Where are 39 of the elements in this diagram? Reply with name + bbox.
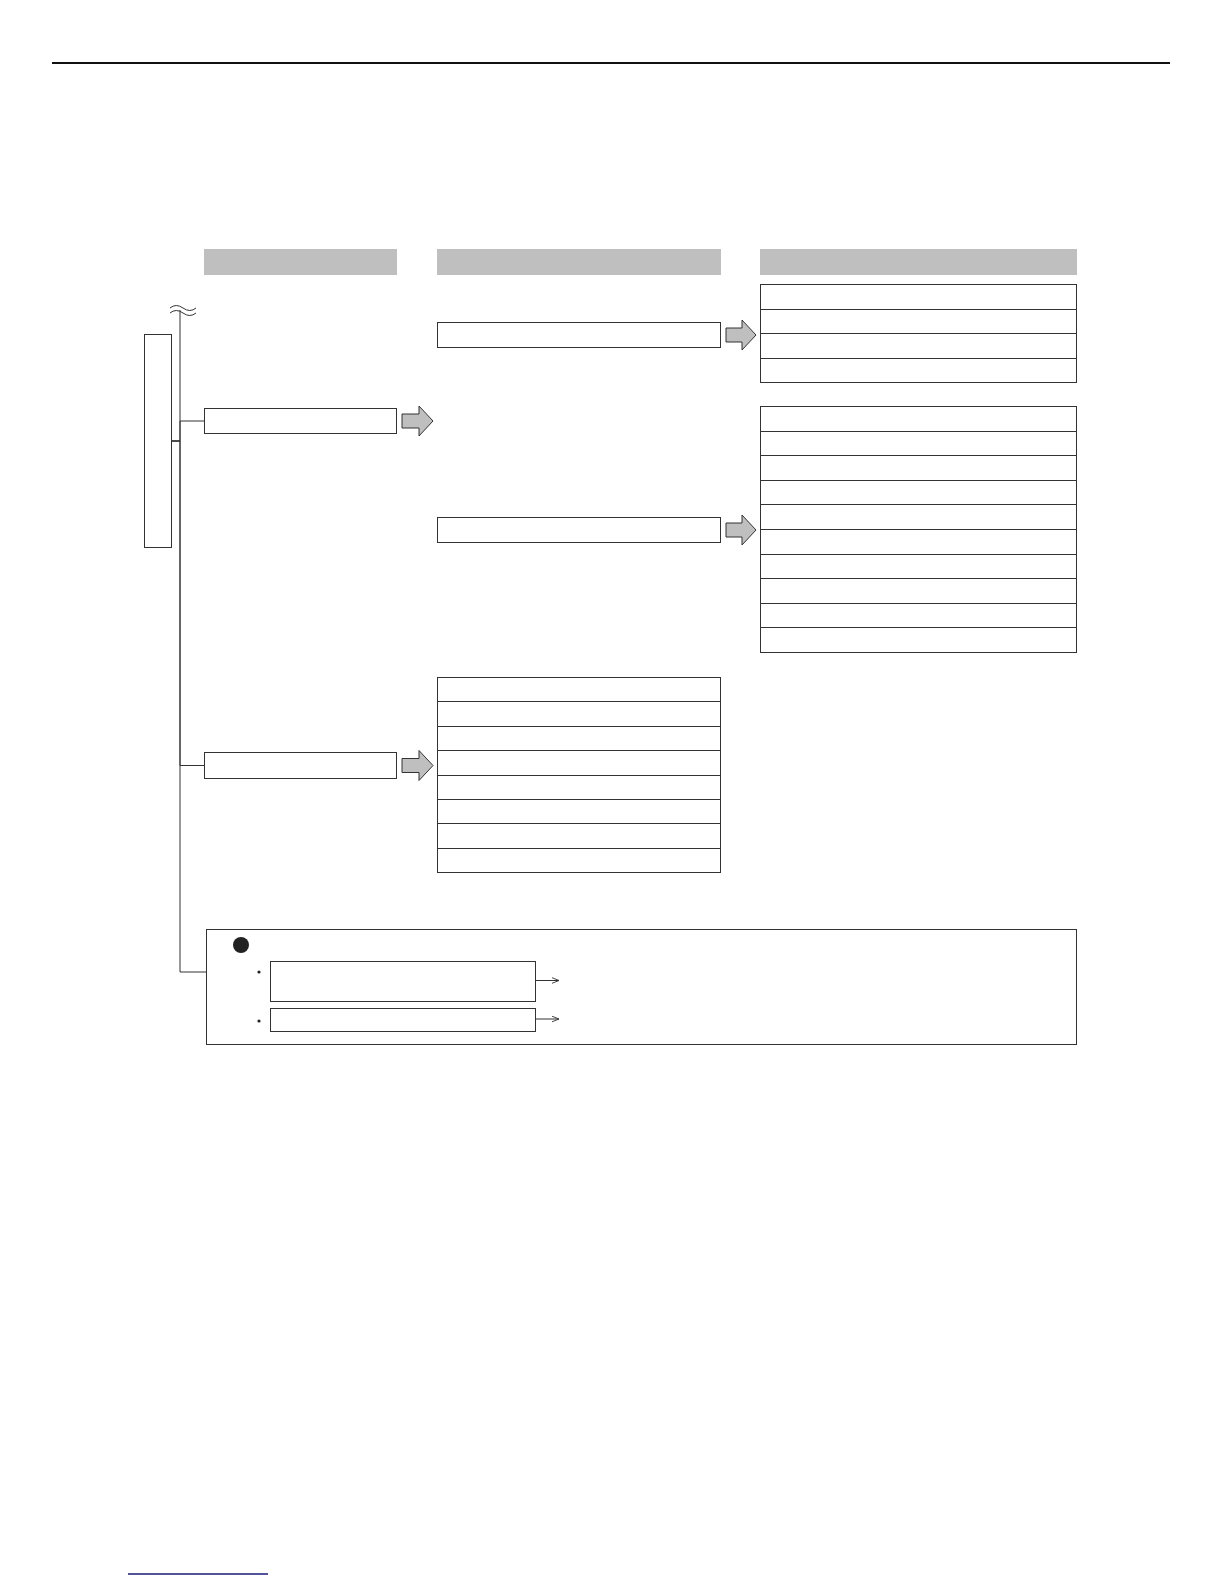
header-bar (760, 249, 1077, 275)
empty-box (206, 929, 1077, 1045)
table-row (437, 775, 721, 800)
block-arrow (401, 405, 434, 437)
empty-box (437, 517, 721, 543)
empty-box (437, 322, 721, 348)
empty-box (204, 408, 397, 434)
table-row (760, 431, 1077, 456)
block-arrow (401, 750, 434, 781)
header-bar (204, 249, 397, 275)
table-row (437, 799, 721, 824)
table-row (760, 554, 1077, 579)
table-row (760, 333, 1077, 359)
table-row (760, 627, 1077, 653)
table-row (437, 677, 721, 702)
table-row (760, 309, 1077, 334)
table-row (437, 823, 721, 849)
table-row (437, 701, 721, 727)
table-row (760, 284, 1077, 310)
table-row (760, 358, 1077, 383)
table-row (760, 455, 1077, 481)
empty-box (144, 334, 172, 548)
table-row (760, 480, 1077, 505)
empty-box (270, 1008, 536, 1032)
table-row (760, 504, 1077, 530)
block-arrow (725, 319, 757, 351)
header-bar (437, 249, 721, 275)
block-arrow (725, 514, 757, 546)
table-row (437, 726, 721, 751)
table-row (760, 406, 1077, 432)
table-row (437, 750, 721, 776)
empty-box (270, 961, 536, 1002)
arrow (535, 977, 560, 984)
empty-box (204, 752, 397, 779)
table-row (437, 848, 721, 873)
table-row (760, 529, 1077, 555)
connector-line (171, 440, 207, 973)
table-row (760, 578, 1077, 604)
table-row (760, 603, 1077, 628)
